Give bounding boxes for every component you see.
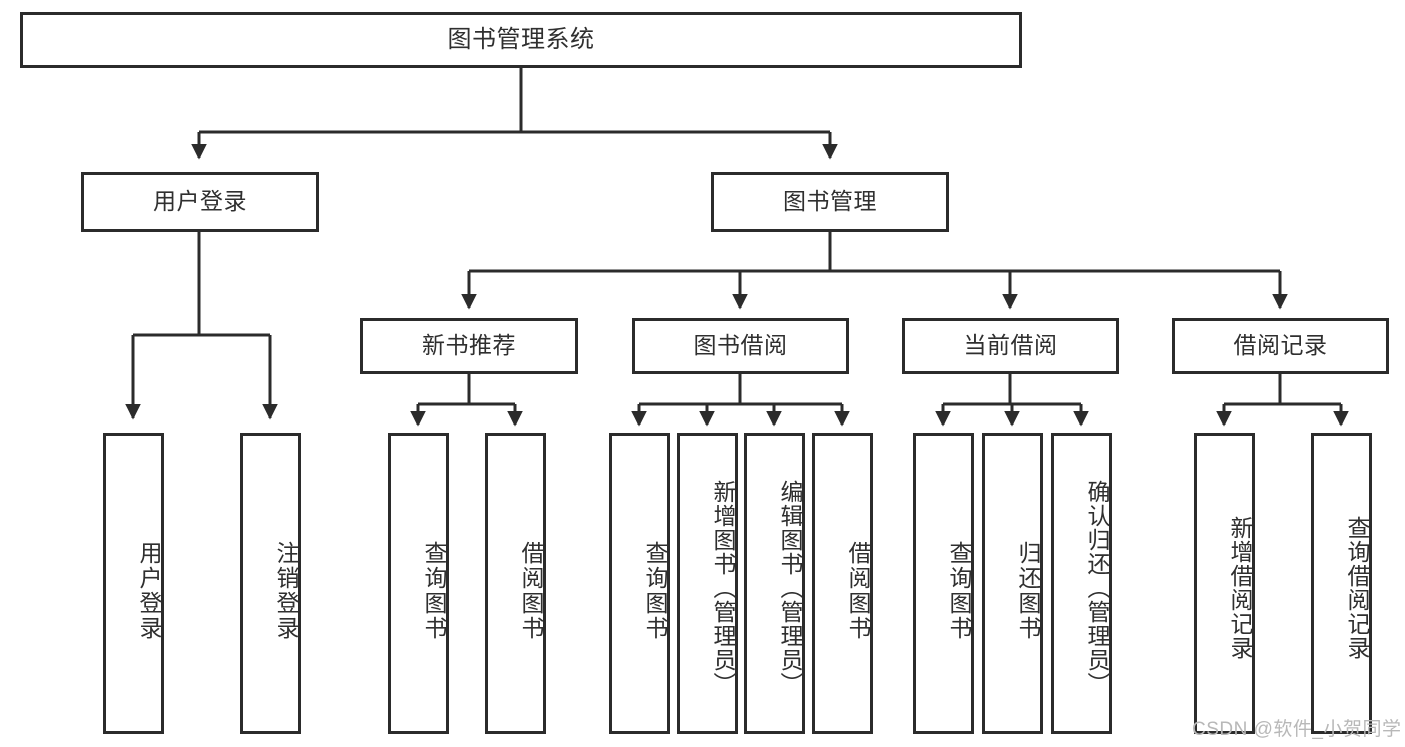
node-leaf-edit-book[interactable]: 编辑图书（管理员） xyxy=(744,433,805,734)
node-leaf-query-record[interactable]: 查询借阅记录 xyxy=(1311,433,1372,734)
node-leaf-borrow-book-1-label: 借阅图书 xyxy=(518,540,544,641)
node-current-borrow[interactable]: 当前借阅 xyxy=(902,318,1119,374)
node-leaf-query-record-label: 查询借阅记录 xyxy=(1344,515,1370,660)
node-borrow-record-label: 借阅记录 xyxy=(1233,332,1328,359)
node-leaf-confirm-return[interactable]: 确认归还（管理员） xyxy=(1051,433,1112,734)
node-leaf-query-book-3[interactable]: 查询图书 xyxy=(913,433,974,734)
node-root[interactable]: 图书管理系统 xyxy=(20,12,1022,68)
node-leaf-add-book[interactable]: 新增图书（管理员） xyxy=(677,433,738,734)
node-leaf-logout-label: 注销登录 xyxy=(273,540,299,641)
csdn-watermark: CSDN @软件_小贺同学 xyxy=(1192,719,1402,740)
node-leaf-query-book-3-label: 查询图书 xyxy=(946,540,972,641)
node-leaf-query-book-2-label: 查询图书 xyxy=(642,540,668,641)
node-new-book-recommend-label: 新书推荐 xyxy=(422,332,516,359)
node-leaf-query-book-2[interactable]: 查询图书 xyxy=(609,433,670,734)
node-leaf-edit-book-label: 编辑图书（管理员） xyxy=(777,479,803,696)
node-book-borrow-label: 图书借阅 xyxy=(693,332,788,359)
node-book-management-label: 图书管理 xyxy=(783,188,877,215)
node-leaf-return-book[interactable]: 归还图书 xyxy=(982,433,1043,734)
node-leaf-confirm-return-label: 确认归还（管理员） xyxy=(1084,479,1110,696)
node-current-borrow-label: 当前借阅 xyxy=(963,332,1058,359)
node-leaf-add-record[interactable]: 新增借阅记录 xyxy=(1194,433,1255,734)
node-leaf-query-book-1[interactable]: 查询图书 xyxy=(388,433,449,734)
node-root-label: 图书管理系统 xyxy=(447,25,595,53)
node-new-book-recommend[interactable]: 新书推荐 xyxy=(360,318,578,374)
node-leaf-add-record-label: 新增借阅记录 xyxy=(1227,515,1253,660)
node-leaf-logout[interactable]: 注销登录 xyxy=(240,433,301,734)
node-leaf-borrow-book-1[interactable]: 借阅图书 xyxy=(485,433,546,734)
node-leaf-return-book-label: 归还图书 xyxy=(1015,540,1041,641)
node-leaf-add-book-label: 新增图书（管理员） xyxy=(710,479,736,696)
node-leaf-user-login-label: 用户登录 xyxy=(136,540,162,641)
node-leaf-query-book-1-label: 查询图书 xyxy=(421,540,447,641)
node-borrow-record[interactable]: 借阅记录 xyxy=(1172,318,1389,374)
node-user-login[interactable]: 用户登录 xyxy=(81,172,319,232)
node-book-management[interactable]: 图书管理 xyxy=(711,172,949,232)
node-book-borrow[interactable]: 图书借阅 xyxy=(632,318,849,374)
node-leaf-user-login[interactable]: 用户登录 xyxy=(103,433,164,734)
node-leaf-borrow-book-2[interactable]: 借阅图书 xyxy=(812,433,873,734)
node-leaf-borrow-book-2-label: 借阅图书 xyxy=(845,540,871,641)
node-user-login-label: 用户登录 xyxy=(153,188,247,215)
